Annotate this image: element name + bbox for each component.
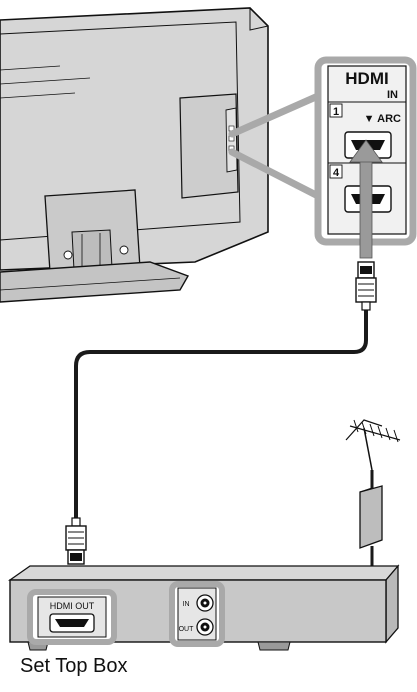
arrow-to-tv-hdmi xyxy=(349,139,383,259)
hdmi-logo: HDMI xyxy=(345,69,388,88)
hdmi-cable xyxy=(65,261,377,565)
port-1-number: 1 xyxy=(333,106,339,118)
tv-rear xyxy=(0,7,322,303)
arc-label: ▼ ARC xyxy=(364,113,401,125)
antenna-icon xyxy=(345,419,401,488)
wall-outlet xyxy=(359,485,383,549)
hdmi-connector-bottom xyxy=(65,517,87,565)
stb-rf-panel: IN OUT xyxy=(169,581,225,647)
hdmi-out-label: HDMI OUT xyxy=(50,601,95,611)
rf-out-label: OUT xyxy=(179,626,195,633)
rf-out-port xyxy=(196,618,214,636)
stb-hdmi-out-panel: HDMI OUT xyxy=(27,589,117,645)
hdmi-in-label: IN xyxy=(387,89,398,101)
hdmi-connector-top xyxy=(355,261,377,311)
stb-hdmi-out-port xyxy=(49,613,95,633)
rf-in-port xyxy=(196,594,214,612)
port-4-number: 4 xyxy=(333,167,340,179)
rf-in-label: IN xyxy=(183,601,190,608)
set-top-box-caption: Set Top Box xyxy=(20,655,128,677)
